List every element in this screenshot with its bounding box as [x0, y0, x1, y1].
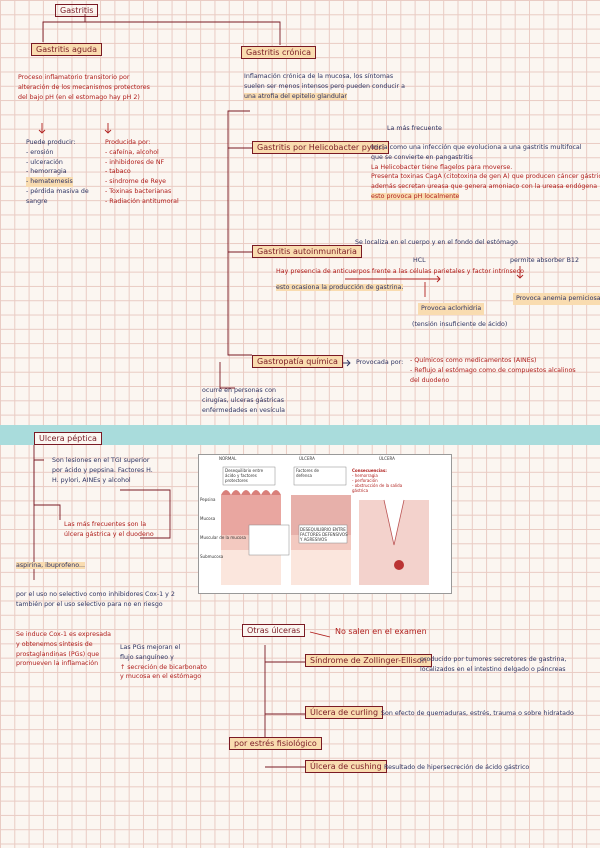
chronic-gastritis-box: Gastritis crónica	[241, 46, 316, 59]
chemical-provocada: Provocada por:	[356, 359, 404, 366]
tension-label: (tensión insuficiente de ácido)	[412, 321, 508, 328]
acute-producida-list: Producida por: - cafeína, alcohol- inhib…	[105, 139, 179, 205]
hpylori-details: Inicia como una infección que evoluciona…	[371, 144, 600, 200]
stress-box: por estrés fisiológico	[229, 737, 322, 750]
zollinger-desc: producido por tumores secretores de gast…	[420, 656, 567, 673]
ulcer-cox: por el uso no selectivo como inhibidores…	[16, 591, 175, 608]
hpylori-box: Gastritis por Helicobacter pylori	[252, 141, 390, 154]
figure-col-ulcer1: ÚLCERA	[299, 456, 315, 461]
ulcer-diagram	[221, 466, 429, 585]
zollinger-box: Síndrome de Zollinger-Ellison	[305, 654, 432, 667]
figure-consecuencias: Consecuencias: - hemorragia- perforación…	[351, 467, 404, 494]
cushing-box: Úlcera de cushing	[305, 760, 387, 773]
acute-gastritis-box: Gastritis aguda	[31, 43, 103, 56]
chemical-items: - Químicos como medicamentos (AINEs)- Re…	[410, 357, 576, 384]
hcl-label: HCL	[413, 257, 426, 264]
ulcer-figure: NORMAL ÚLCERA ÚLCERA Desequilibrio entre…	[198, 454, 452, 594]
section-divider	[0, 425, 600, 445]
absorb-label: permite absorber B12	[510, 257, 579, 264]
curling-desc: Son efecto de quemaduras, estrés, trauma…	[381, 710, 574, 717]
aclorhidria-label: Provoca aclorhidria	[418, 303, 485, 315]
figure-col-ulcer2: ÚLCERA	[379, 456, 395, 461]
page-title: Gastritis	[55, 4, 99, 17]
anemia-label: Provoca anemia perniciosa	[513, 293, 600, 305]
cushing-desc: Resultado de hipersecreción de ácido gás…	[384, 764, 530, 771]
ulcer-box: Ulcera péptica	[34, 432, 102, 445]
figure-left-labels: Pepsina Mucosa Muscular de la mucosa Sub…	[200, 497, 247, 559]
ulcer-aspirina: aspirina, ibuprofeno...	[16, 562, 85, 569]
autoimmune-line1: Hay presencia de anticuerpos frente a la…	[276, 268, 524, 275]
curling-box: Úlcera de curling	[305, 706, 384, 719]
hpylori-note: La más frecuente	[387, 125, 442, 132]
figure-col-normal: NORMAL	[219, 456, 237, 461]
autoimmune-box: Gastritis autoinmunitaria	[252, 245, 362, 258]
other-ulcers-box: Otras úlceras	[242, 624, 306, 637]
autoimmune-note: Se localiza en el cuerpo y en el fondo d…	[355, 239, 518, 246]
chronic-description: Inflamación crónica de la mucosa, los sí…	[244, 73, 405, 100]
chemical-box: Gastropatía química	[252, 355, 343, 368]
autoimmune-line2: esto ocasiona la producción de gastrina.	[276, 284, 404, 291]
other-ulcers-note: No salen en el examen	[335, 627, 427, 636]
acute-puede-list: Puede producir: - erosión- ulceración- h…	[26, 139, 89, 205]
